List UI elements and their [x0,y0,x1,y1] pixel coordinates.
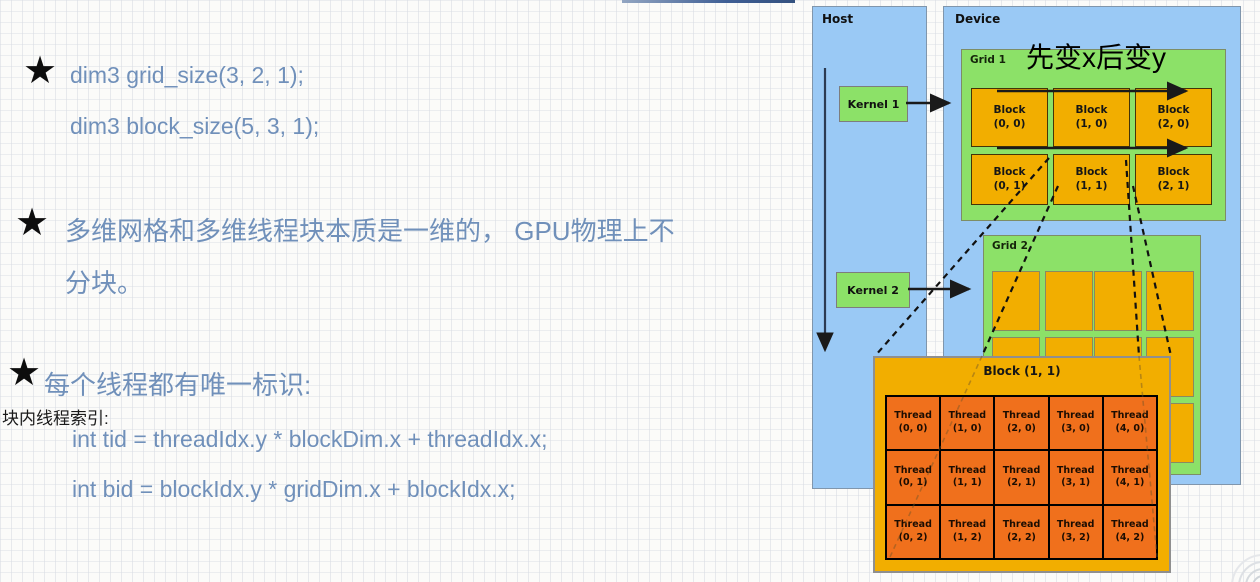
thread-coord: (3, 2) [1061,531,1091,543]
slide-top-accent-bar [622,0,795,3]
grid1-block-2-1: Block (2, 1) [1135,154,1212,205]
thread-cell-1-2: Thread(1, 2) [941,505,994,558]
grid1-block-2-0: Block (2, 0) [1135,88,1212,147]
thread-cell-4-0: Thread(4, 0) [1103,397,1156,450]
grid1-block-1-0: Block (1, 0) [1053,88,1130,147]
annotation-x-then-y: 先变x后变y [1026,42,1167,73]
grid2-label: Grid 2 [992,240,1028,252]
thread-coord: (1, 2) [952,531,982,543]
thread-label: Thread [894,519,932,530]
block-label: Block [1075,103,1108,116]
bullet2-star-icon: ★ [15,202,50,244]
thread-coord: (0, 0) [898,423,928,435]
grid1-block-0-1: Block (0, 1) [971,154,1048,205]
bullet2-line2: 分块。 [65,268,144,298]
block-label: Block [993,165,1026,178]
thread-table: Thread(0, 0) Thread(1, 0) Thread(2, 0) T… [885,395,1158,560]
block-label: Block [993,103,1026,116]
thread-label: Thread [1002,410,1041,422]
block11-title: Block (1, 1) [983,364,1061,378]
thread-cell-0-2: Thread(0, 2) [887,505,940,558]
bullet1-star-icon: ★ [23,50,58,92]
bullet3-heading: 每个线程都有唯一标识: [44,370,312,400]
thread-label: Thread [1111,410,1149,422]
thread-cell-1-0: Thread(1, 0) [941,397,994,450]
bullet2-line1: 多维网格和多维线程块本质是一维的， GPU物理上不 [65,216,675,246]
thread-cell-2-1: Thread(2, 1) [995,451,1048,504]
thread-label: Thread [1002,464,1041,476]
block-coord: (1, 1) [1075,179,1108,192]
thread-coord: (0, 2) [898,531,928,543]
thread-label: Thread [894,464,932,476]
thread-cell-2-2: Thread(2, 2) [995,505,1048,558]
block-coord: (2, 1) [1157,179,1190,192]
thread-coord: (1, 1) [952,477,982,489]
block-coord: (2, 0) [1157,117,1190,130]
block-coord: (0, 0) [993,117,1026,130]
host-panel-title: Host [822,12,854,26]
device-panel-title: Device [955,12,1001,26]
thread-cell-4-2: Thread(4, 2) [1103,505,1156,558]
thread-coord: (4, 2) [1115,531,1145,543]
thread-coord: (1, 0) [952,423,982,435]
block-label: Block [1157,165,1190,178]
bullet3-star-icon: ★ [7,352,42,394]
grid1-block-1-1: Block (1, 1) [1053,154,1130,205]
kernel2-box: Kernel 2 [836,272,910,308]
thread-label: Thread [948,410,987,422]
block-label: Block [1075,165,1108,178]
bullet3-note: 块内线程索引: [2,409,109,428]
thread-label: Thread [1111,464,1149,476]
thread-coord: (4, 1) [1115,477,1145,489]
thread-coord: (4, 0) [1115,423,1145,435]
block-label: Block [1157,103,1190,116]
thread-cell-0-0: Thread(0, 0) [887,397,940,450]
thread-label: Thread [894,410,932,422]
grid1-block-0-0: Block (0, 0) [971,88,1048,147]
thread-coord: (3, 1) [1061,477,1091,489]
thread-cell-3-0: Thread(3, 0) [1049,397,1102,450]
bullet1-line2: dim3 block_size(5, 3, 1); [70,113,320,139]
thread-cell-0-1: Thread(0, 1) [887,451,940,504]
thread-label: Thread [948,464,987,476]
block-coord: (0, 1) [993,179,1026,192]
thread-label: Thread [948,519,987,530]
thread-label: Thread [1111,519,1149,530]
thread-coord: (2, 1) [1007,477,1036,489]
thread-label: Thread [1056,464,1095,476]
grid2-block [992,271,1040,331]
thread-coord: (3, 0) [1061,423,1091,435]
thread-cell-3-2: Thread(3, 2) [1049,505,1102,558]
thread-coord: (0, 1) [898,477,928,489]
bullet3-code2: int bid = blockIdx.y * gridDim.x + block… [72,476,516,502]
thread-cell-4-1: Thread(4, 1) [1103,451,1156,504]
bullet3-code1: int tid = threadIdx.y * blockDim.x + thr… [72,426,548,452]
thread-coord: (2, 0) [1007,423,1036,435]
block-coord: (1, 0) [1075,117,1108,130]
thread-label: Thread [1056,519,1095,530]
thread-cell-1-1: Thread(1, 1) [941,451,994,504]
thread-label: Thread [1002,519,1041,530]
grid1-label: Grid 1 [970,54,1006,66]
thread-cell-2-0: Thread(2, 0) [995,397,1048,450]
grid2-block [1045,271,1093,331]
kernel1-box: Kernel 1 [839,86,908,122]
thread-coord: (2, 2) [1007,531,1036,543]
corner-swoosh-decoration [1231,554,1260,582]
thread-cell-3-1: Thread(3, 1) [1049,451,1102,504]
thread-label: Thread [1056,410,1095,422]
grid2-block [1094,271,1142,331]
bullet1-line1: dim3 grid_size(3, 2, 1); [70,62,304,88]
grid2-block [1146,271,1194,331]
